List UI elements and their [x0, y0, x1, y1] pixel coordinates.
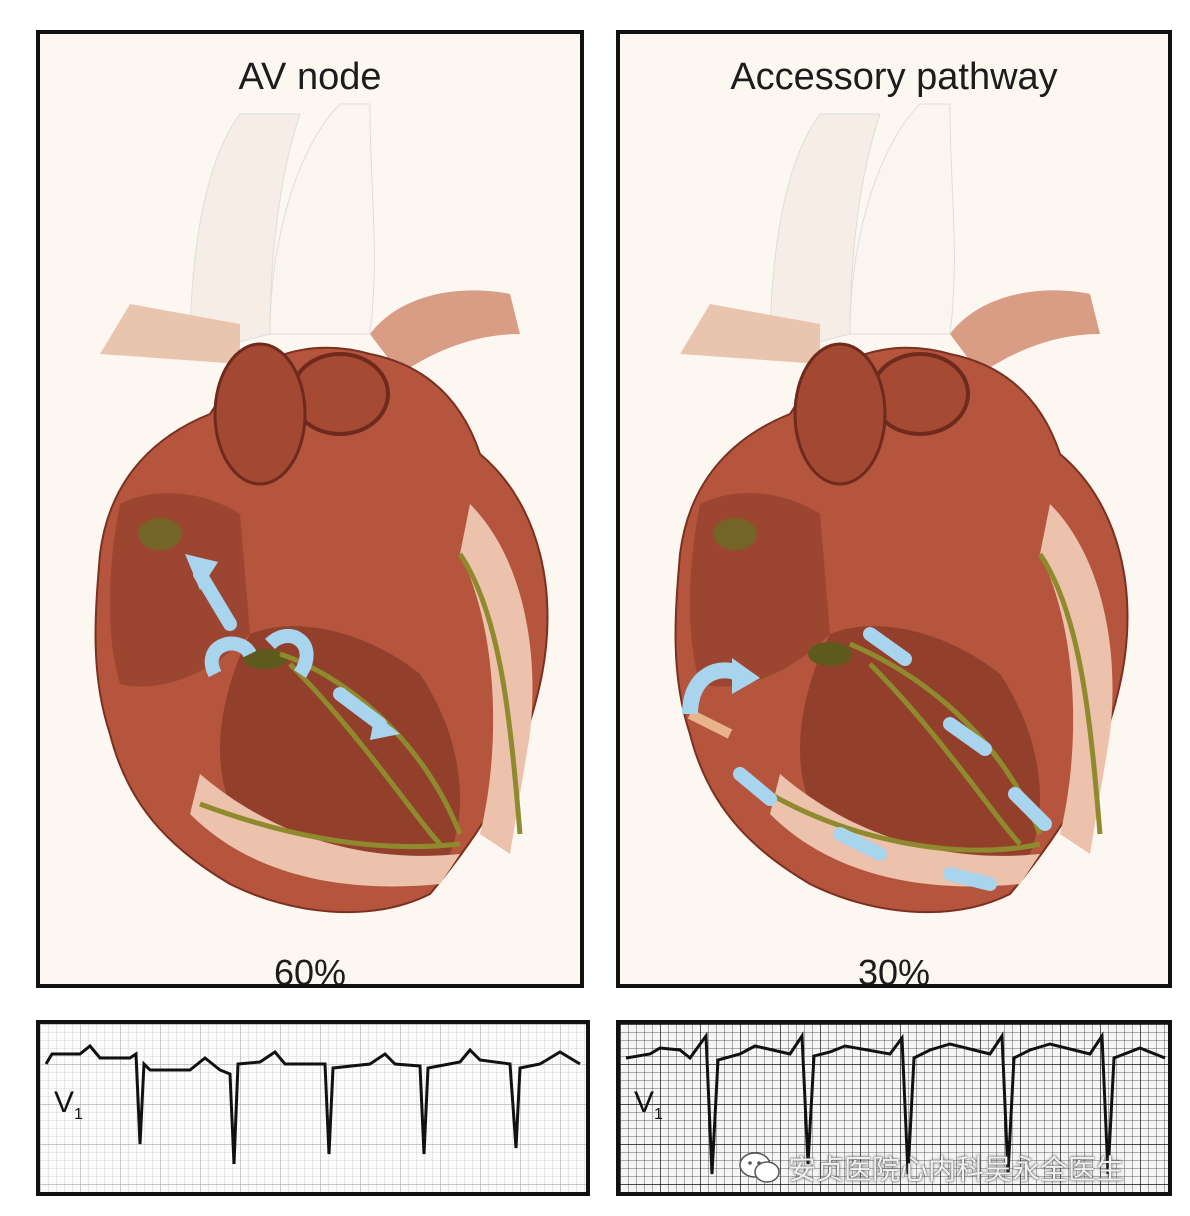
panel-title: Accessory pathway	[730, 56, 1058, 98]
lead-label: V1	[54, 1086, 83, 1123]
ecg-trace-accessory-pathway	[620, 1024, 1168, 1192]
lead-label: V1	[634, 1086, 663, 1123]
heart-illustration-av-node	[94, 103, 549, 914]
panel-title: AV node	[238, 56, 382, 98]
heart-illustration-accessory-pathway	[674, 103, 1129, 914]
percentage-label: 30%	[857, 952, 931, 988]
ecg-strip-av-node: V1	[36, 1020, 590, 1196]
accessory-pathway-panel: Accessory pathway 30%	[616, 30, 1172, 988]
ecg-strip-accessory-pathway: V1	[616, 1020, 1172, 1196]
percentage-label: 60%	[273, 952, 347, 988]
wechat-icon	[739, 1152, 780, 1183]
watermark: 安贞医院心内科吴永全医生	[738, 1148, 1124, 1188]
watermark-text: 安贞医院心内科吴永全医生	[788, 1154, 1125, 1185]
av-node-panel: AV node 60%	[36, 30, 584, 988]
ecg-trace-av-node	[40, 1024, 586, 1192]
